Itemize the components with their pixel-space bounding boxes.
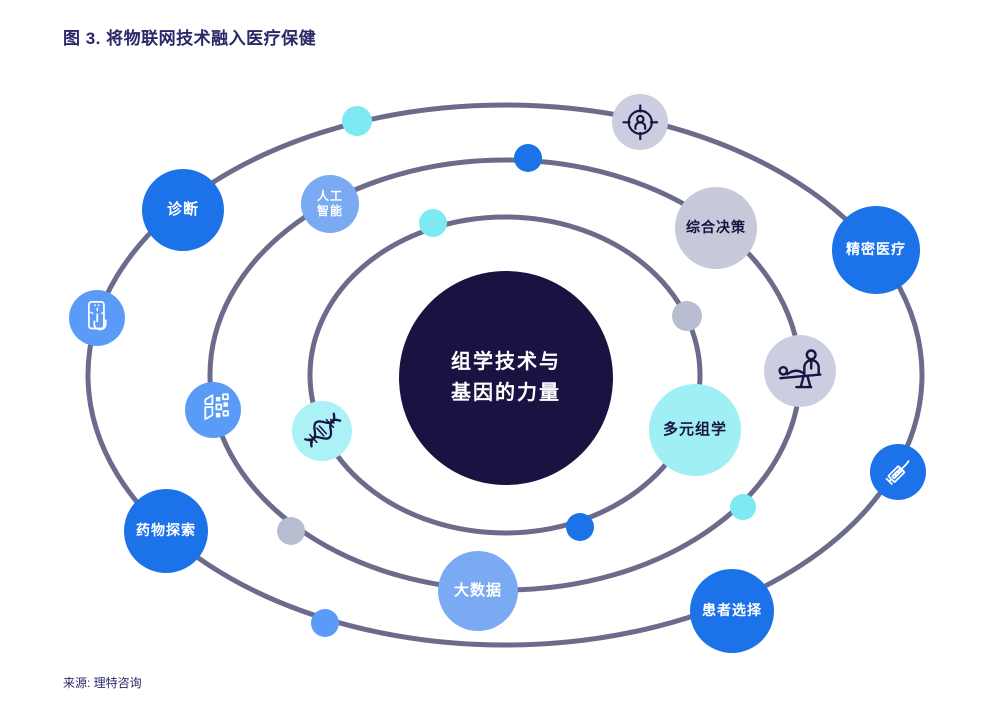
- dot-blue-bottom-left: [311, 609, 339, 637]
- dna-icon: [292, 401, 352, 461]
- dot-cyan-inner-top: [419, 209, 447, 237]
- center-node: 组学技术与 基因的力量: [399, 271, 613, 485]
- patient-target-icon: [612, 94, 668, 150]
- data-blocks-glyph: [204, 393, 229, 420]
- node-patient-selection-label: 患者选择: [702, 602, 762, 619]
- node-diagnosis-label: 诊断: [166, 200, 199, 218]
- figure-title: 图 3. 将物联网技术融入医疗保健: [63, 29, 317, 48]
- node-multi-omics: 多元组学: [649, 384, 741, 476]
- inner-orbit: [307, 214, 703, 536]
- dot-cyan-bottom-right: [730, 494, 756, 520]
- dot-cyan-top-left: [342, 106, 372, 136]
- data-blocks-icon: [185, 382, 241, 438]
- node-patient-selection: 患者选择: [690, 569, 774, 653]
- doctor-patient-icon: [764, 335, 836, 407]
- syringe-glyph: [885, 459, 910, 485]
- phone-touch-icon: [69, 290, 125, 346]
- node-diagnosis: 诊断: [142, 169, 224, 251]
- node-ai: 人工 智能: [301, 175, 359, 233]
- node-big-data: 大数据: [438, 551, 518, 631]
- dot-gray-inner-right: [672, 301, 702, 331]
- syringe-icon: [870, 444, 926, 500]
- phone-touch-glyph: [87, 300, 107, 330]
- node-drug-discovery-label: 药物探索: [136, 522, 196, 539]
- dna-glyph: [304, 412, 342, 448]
- node-precision-medicine-label: 精密医疗: [846, 241, 906, 258]
- outer-orbit: [85, 102, 925, 648]
- dot-gray-bottom-left: [277, 517, 305, 545]
- center-node-label: 组学技术与 基因的力量: [451, 351, 561, 404]
- node-integrated-decision-label: 综合决策: [686, 219, 746, 236]
- target-glyph: [622, 104, 658, 140]
- dot-blue-bottom-mid: [566, 513, 594, 541]
- node-multi-omics-label: 多元组学: [662, 420, 727, 438]
- node-drug-discovery: 药物探索: [124, 489, 208, 573]
- node-precision-medicine: 精密医疗: [832, 206, 920, 294]
- doctor-patient-glyph: [778, 348, 822, 388]
- node-big-data-label: 大数据: [453, 581, 502, 599]
- figure-source: 来源: 理特咨询: [63, 676, 142, 690]
- node-integrated-decision: 综合决策: [675, 187, 757, 269]
- node-ai-label: 人工 智能: [316, 189, 343, 218]
- dot-blue-top: [514, 144, 542, 172]
